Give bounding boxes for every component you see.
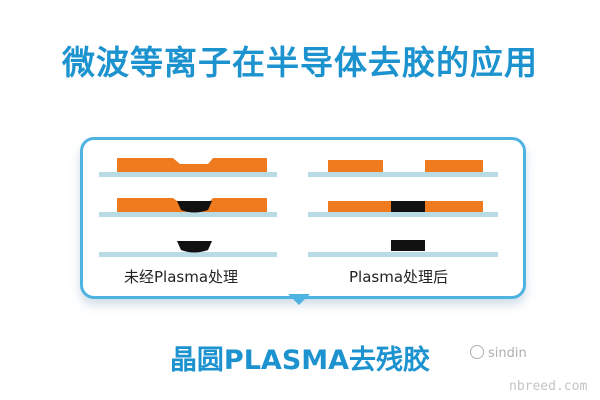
photoresist-layer <box>425 201 483 212</box>
bottom-title: 晶圆PLASMA去残胶 <box>169 345 431 376</box>
photoresist-layer <box>117 158 267 172</box>
substrate-layer <box>308 212 498 217</box>
after-process-group <box>308 160 498 257</box>
watermark-text: sindin <box>488 346 527 361</box>
substrate-layer <box>308 252 498 257</box>
residue-layer <box>391 201 425 212</box>
substrate-layer <box>99 212 277 217</box>
site-watermark: nbreed.com <box>509 379 588 394</box>
wechat-icon <box>470 345 484 359</box>
photoresist-layer <box>328 160 383 172</box>
caption-before: 未经Plasma处理 <box>124 268 239 286</box>
process-diagram <box>99 158 498 257</box>
residue-layer <box>391 240 425 251</box>
substrate-layer <box>99 252 277 257</box>
account-watermark: sindin <box>470 345 527 361</box>
page-title: 微波等离子在半导体去胶的应用 <box>62 43 538 82</box>
before-process-group <box>99 158 277 257</box>
substrate-layer <box>308 172 498 177</box>
substrate-layer <box>99 172 277 177</box>
photoresist-layer <box>328 201 391 212</box>
residue-glue <box>177 241 212 253</box>
panel-pointer <box>288 294 310 305</box>
residue-glue <box>177 201 212 213</box>
caption-after: Plasma处理后 <box>349 268 449 286</box>
photoresist-layer <box>425 160 483 172</box>
